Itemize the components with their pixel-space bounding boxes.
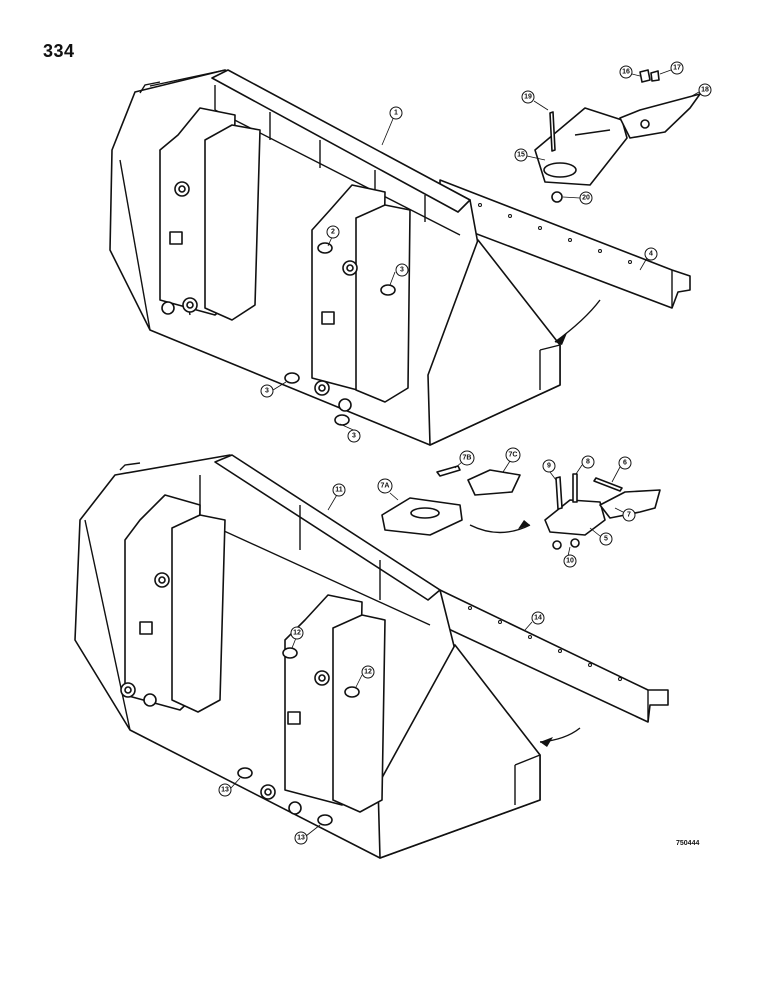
svg-text:2: 2 (331, 229, 335, 236)
callout-9: 9 (542, 459, 556, 473)
callout-7: 7 (622, 508, 636, 522)
callout-14: 14 (531, 611, 545, 625)
page-number: 334 (43, 41, 75, 61)
callout-4: 4 (644, 247, 658, 261)
callouts: 1 2 3 3 3 4 15 16 17 18 19 20 11 12 12 1… (218, 61, 712, 845)
svg-text:12: 12 (293, 630, 301, 637)
lower-bucket (74, 454, 669, 859)
svg-text:3: 3 (400, 267, 404, 274)
callout-13-a: 13 (218, 783, 232, 797)
callout-13-b: 13 (294, 831, 308, 845)
callout-3-b: 3 (260, 384, 274, 398)
svg-text:3: 3 (265, 388, 269, 395)
callout-6: 6 (618, 456, 632, 470)
svg-text:10: 10 (566, 558, 574, 565)
svg-text:20: 20 (582, 195, 590, 202)
svg-text:1: 1 (394, 110, 398, 117)
figure-code: 750444 (676, 840, 700, 847)
svg-text:14: 14 (534, 615, 542, 622)
callout-7a: 7A (377, 478, 393, 494)
callout-7c: 7C (505, 447, 521, 463)
svg-text:11: 11 (335, 487, 343, 494)
svg-text:4: 4 (649, 251, 653, 258)
callout-1: 1 (389, 106, 403, 120)
svg-text:9: 9 (547, 463, 551, 470)
svg-text:7B: 7B (463, 455, 472, 462)
svg-text:8: 8 (586, 459, 590, 466)
callout-12-a: 12 (290, 626, 304, 640)
callout-15: 15 (514, 148, 528, 162)
callout-11: 11 (332, 483, 346, 497)
upper-tooth-assembly (534, 69, 701, 203)
svg-text:5: 5 (604, 536, 608, 543)
callout-18: 18 (698, 83, 712, 97)
callout-7b: 7B (459, 450, 475, 466)
svg-text:7C: 7C (509, 452, 518, 459)
callout-5: 5 (599, 532, 613, 546)
svg-text:15: 15 (517, 152, 525, 159)
svg-text:19: 19 (524, 94, 532, 101)
svg-text:18: 18 (701, 87, 709, 94)
callout-3-c: 3 (347, 429, 361, 443)
svg-text:12: 12 (364, 669, 372, 676)
svg-text:7: 7 (627, 512, 631, 519)
callout-2: 2 (326, 225, 340, 239)
svg-text:6: 6 (623, 460, 627, 467)
callout-19: 19 (521, 90, 535, 104)
callout-16: 16 (619, 65, 633, 79)
callout-20: 20 (579, 191, 593, 205)
svg-text:3: 3 (352, 433, 356, 440)
callout-3-a: 3 (395, 263, 409, 277)
svg-text:17: 17 (673, 65, 681, 72)
callout-12-b: 12 (361, 665, 375, 679)
svg-text:16: 16 (622, 69, 630, 76)
callout-8: 8 (581, 455, 595, 469)
callout-10: 10 (563, 554, 577, 568)
upper-bucket (109, 69, 691, 446)
callout-17: 17 (670, 61, 684, 75)
lower-tooth-assembly (381, 465, 661, 550)
svg-text:13: 13 (221, 787, 229, 794)
svg-text:7A: 7A (381, 483, 390, 490)
svg-text:13: 13 (297, 835, 305, 842)
